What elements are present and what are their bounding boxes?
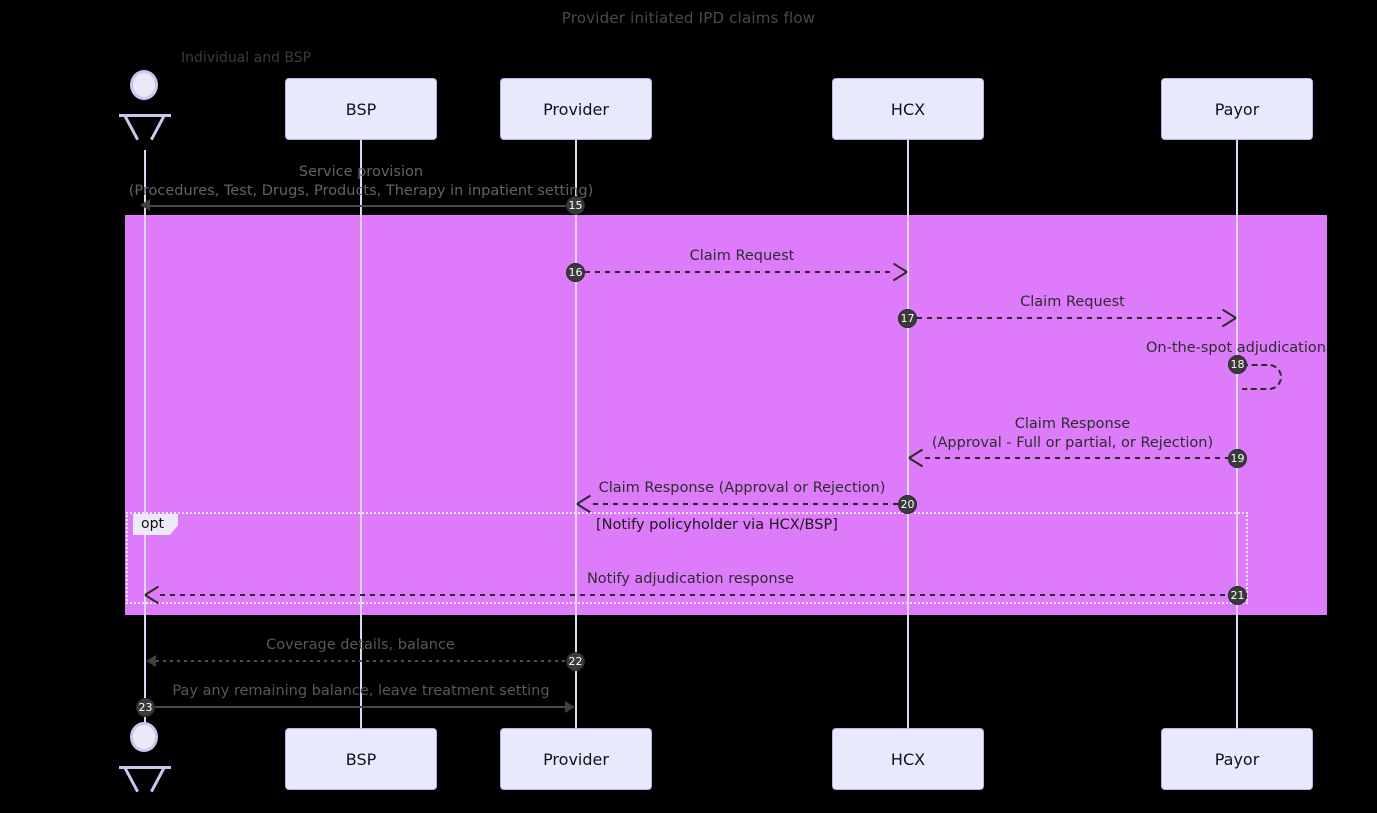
message-22-arrowhead <box>146 655 156 667</box>
message-20-badge: 20 <box>898 495 917 514</box>
participant-group-label: Individual and BSP <box>181 50 312 66</box>
participant-label: HCX <box>890 99 926 119</box>
opt-fragment-label: opt <box>133 514 178 535</box>
participant-label: Payor <box>1214 99 1260 119</box>
message-17-arrow <box>917 317 1221 319</box>
actor-arms-icon <box>119 114 171 117</box>
message-15-arrowhead <box>140 199 150 211</box>
participant-provider-bottom[interactable]: Provider <box>500 728 652 790</box>
message-16-label: Claim Request <box>689 248 795 264</box>
actor-leg-right-icon <box>150 766 166 793</box>
message-16-arrow <box>585 271 893 273</box>
message-17-label: Claim Request <box>1020 294 1125 310</box>
actor-leg-right-icon <box>150 114 166 141</box>
message-23-arrow <box>154 706 566 708</box>
message-19-label-line2: (Approval - Full or partial, or Rejectio… <box>931 435 1214 451</box>
message-23-label: Pay any remaining balance, leave treatme… <box>172 683 550 699</box>
lifeline-provider <box>575 140 577 730</box>
participant-label: BSP <box>345 749 377 769</box>
actor-figure-bottom <box>116 722 174 794</box>
lifeline-payor <box>1236 140 1238 730</box>
participant-label: Provider <box>543 749 609 769</box>
participant-payor-top[interactable]: Payor <box>1161 78 1313 140</box>
opt-fragment-condition: [Notify policyholder via HCX/BSP] <box>596 517 838 533</box>
diagram-title: Provider initiated IPD claims flow <box>561 9 816 27</box>
message-22-arrow <box>156 660 568 662</box>
message-23-badge: 23 <box>136 698 155 717</box>
actor-arms-icon <box>119 766 171 769</box>
participant-bsp-top[interactable]: BSP <box>285 78 437 140</box>
message-18-selfloop <box>1242 364 1282 390</box>
message-18-badge: 18 <box>1228 355 1247 374</box>
actor-head-icon <box>130 70 158 100</box>
participant-label: HCX <box>890 749 926 769</box>
lifeline-hcx <box>907 140 909 730</box>
message-19-arrow <box>925 457 1228 459</box>
participant-hcx-top[interactable]: HCX <box>832 78 984 140</box>
message-15-arrow <box>148 205 576 207</box>
participant-provider-top[interactable]: Provider <box>500 78 652 140</box>
message-19-badge: 19 <box>1228 449 1247 468</box>
message-17-badge: 17 <box>898 309 917 328</box>
message-16-badge: 16 <box>566 263 585 282</box>
message-22-label: Coverage details, balance <box>266 637 455 653</box>
message-20-arrowhead <box>576 494 593 514</box>
actor-head-icon <box>130 722 158 752</box>
message-19-label-line1: Claim Response <box>1014 416 1131 432</box>
message-21-arrow <box>160 594 1228 596</box>
message-15-label-line1: Service provision <box>298 164 424 180</box>
message-21-arrowhead <box>144 585 161 605</box>
message-19-arrowhead <box>908 448 925 468</box>
message-20-arrow <box>593 503 898 505</box>
message-17-arrowhead <box>1220 308 1237 328</box>
message-23-arrowhead <box>565 701 575 713</box>
message-15-badge: 15 <box>566 196 585 215</box>
lifeline-actor <box>144 150 146 730</box>
participant-label: Provider <box>543 99 609 119</box>
lifeline-bsp <box>360 140 362 730</box>
participant-label: BSP <box>345 99 377 119</box>
participant-hcx-bottom[interactable]: HCX <box>832 728 984 790</box>
actor-figure-top <box>116 70 174 142</box>
participant-label: Payor <box>1214 749 1260 769</box>
message-20-label: Claim Response (Approval or Rejection) <box>598 480 886 496</box>
participant-payor-bottom[interactable]: Payor <box>1161 728 1313 790</box>
actor-leg-left-icon <box>123 766 139 793</box>
opt-fragment <box>126 512 1248 604</box>
message-21-label: Notify adjudication response <box>586 571 795 587</box>
message-18-label: On-the-spot adjudication <box>1146 340 1326 356</box>
highlight-region <box>125 215 1327 615</box>
message-21-badge: 21 <box>1228 586 1247 605</box>
message-15-label-line2: (Procedures, Test, Drugs, Products, Ther… <box>128 183 594 199</box>
message-16-arrowhead <box>891 262 908 282</box>
participant-bsp-bottom[interactable]: BSP <box>285 728 437 790</box>
actor-leg-left-icon <box>123 114 139 141</box>
message-22-badge: 22 <box>566 652 585 671</box>
